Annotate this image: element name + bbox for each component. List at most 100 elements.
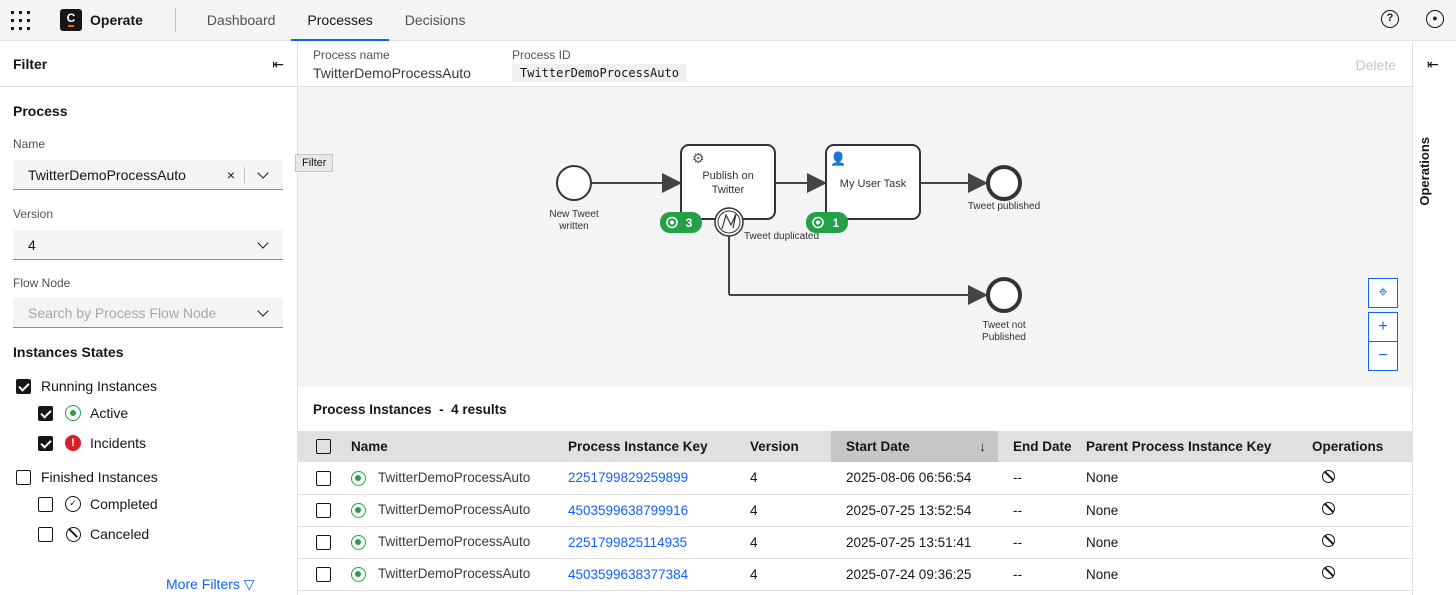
active-state-icon xyxy=(351,470,366,486)
app-name[interactable]: Operate xyxy=(90,12,143,28)
bpmn-diagram[interactable]: New Tweet written ⚙ Publish on Twitter 👤… xyxy=(298,87,1412,387)
end-event-not-published[interactable] xyxy=(986,277,1022,313)
boundary-error-event[interactable] xyxy=(714,207,744,237)
version-select[interactable]: 4 xyxy=(13,230,283,260)
filter-panel: Filter ⇤ Process Name TwitterDemoProcessA… xyxy=(0,42,298,595)
canceled-checkbox[interactable] xyxy=(38,527,53,542)
canceled-label: Canceled xyxy=(90,526,150,542)
app-switcher-icon[interactable] xyxy=(11,10,31,30)
instance-start-date: 2025-07-24 09:36:25 xyxy=(831,558,998,591)
name-label: Name xyxy=(13,137,46,151)
instance-key-link[interactable]: 2251799829259899 xyxy=(568,470,689,486)
cancel-instance-icon[interactable] xyxy=(1322,534,1335,547)
cancel-instance-icon[interactable] xyxy=(1322,469,1335,483)
filter-title: Filter xyxy=(13,56,48,72)
operations-title[interactable]: Operations xyxy=(1417,137,1432,206)
instance-version: 4 xyxy=(750,462,831,495)
flow-node-placeholder: Search by Process Flow Node xyxy=(28,305,217,321)
operations-panel: ⇤ Operations xyxy=(1412,42,1456,595)
collapse-panel-icon[interactable]: ⇤ xyxy=(272,55,284,72)
instances-table: Name Process Instance Key Version Start … xyxy=(298,431,1412,591)
cancel-instance-icon[interactable] xyxy=(1322,566,1335,579)
row-checkbox[interactable] xyxy=(316,566,331,582)
expand-operations-icon[interactable]: ⇤ xyxy=(1427,56,1439,72)
task1-label-2: Twitter xyxy=(712,184,745,196)
instances-states-heading: Instances States xyxy=(13,344,124,360)
zoom-out-button[interactable]: − xyxy=(1368,341,1398,371)
column-version[interactable]: Version xyxy=(750,431,831,462)
canceled-icon xyxy=(66,527,81,542)
task-my-user-task[interactable] xyxy=(825,144,921,220)
process-id[interactable]: TwitterDemoProcessAuto xyxy=(512,64,687,82)
instances-title: Process Instances - 4 results xyxy=(313,402,507,417)
running-instances-checkbox[interactable] xyxy=(16,379,31,394)
running-instances-label: Running Instances xyxy=(41,378,157,394)
end2-label-1: Tweet not xyxy=(982,320,1026,331)
instance-end-date: -- xyxy=(998,558,1086,591)
tab-dashboard[interactable]: Dashboard xyxy=(206,11,276,28)
cancel-instance-icon[interactable] xyxy=(1322,502,1335,515)
divider xyxy=(174,8,176,32)
instance-key-link[interactable]: 4503599638377384 xyxy=(568,566,689,582)
help-icon[interactable]: ? xyxy=(1381,10,1399,28)
delete-button[interactable]: Delete xyxy=(1355,57,1396,73)
column-parent-key[interactable]: Parent Process Instance Key xyxy=(1086,431,1312,462)
table-row[interactable]: TwitterDemoProcessAuto 4503599638377384 … xyxy=(298,558,1412,591)
tab-processes[interactable]: Processes xyxy=(291,0,389,41)
more-filters-label: More Filters xyxy=(166,576,240,592)
active-checkbox[interactable] xyxy=(38,406,53,421)
instance-start-date: 2025-07-25 13:51:41 xyxy=(831,526,998,559)
row-checkbox[interactable] xyxy=(316,534,331,550)
flow-node-combobox[interactable]: Search by Process Flow Node xyxy=(13,298,283,328)
process-name-label: Process name xyxy=(313,48,390,62)
select-all-checkbox[interactable] xyxy=(316,439,331,455)
column-operations: Operations xyxy=(1312,431,1412,462)
column-name[interactable]: Name xyxy=(351,431,568,462)
instance-parent-key: None xyxy=(1086,462,1312,495)
tab-decisions[interactable]: Decisions xyxy=(404,11,466,28)
row-checkbox[interactable] xyxy=(316,470,331,486)
active-badge-task1[interactable]: 3 xyxy=(660,212,702,233)
process-name-combobox[interactable]: TwitterDemoProcessAuto× xyxy=(13,160,283,190)
reset-zoom-button[interactable]: ⌖ xyxy=(1368,278,1398,308)
column-start-date[interactable]: Start Date↓ xyxy=(831,431,998,462)
results-count: 4 results xyxy=(451,402,507,417)
process-heading: Process xyxy=(13,103,68,119)
more-filters-button[interactable]: More Filters ▽ xyxy=(166,576,255,593)
start-event-label-1: New Tweet xyxy=(549,209,599,220)
process-id-label: Process ID xyxy=(512,48,571,62)
active-badge-task2[interactable]: 1 xyxy=(806,212,848,233)
flow-node-label: Flow Node xyxy=(13,276,71,290)
start-event[interactable] xyxy=(556,165,592,201)
main-content: Process name TwitterDemoProcessAuto Proc… xyxy=(298,42,1412,595)
row-checkbox[interactable] xyxy=(316,502,331,518)
instance-parent-key: None xyxy=(1086,558,1312,591)
zoom-in-button[interactable]: + xyxy=(1368,312,1398,342)
instance-end-date: -- xyxy=(998,494,1086,527)
incidents-label: Incidents xyxy=(90,435,147,451)
table-row[interactable]: TwitterDemoProcessAuto 4503599638799916 … xyxy=(298,494,1412,527)
chevron-down-icon xyxy=(257,237,269,249)
table-row[interactable]: TwitterDemoProcessAuto 2251799825114935 … xyxy=(298,526,1412,559)
end-event-published[interactable] xyxy=(986,165,1022,201)
sort-descending-icon: ↓ xyxy=(979,439,986,454)
instance-parent-key: None xyxy=(1086,494,1312,527)
chevron-down-icon[interactable] xyxy=(257,167,269,179)
instance-version: 4 xyxy=(750,558,831,591)
boundary-label: Tweet duplicated xyxy=(744,231,819,242)
table-row[interactable]: TwitterDemoProcessAuto 2251799829259899 … xyxy=(298,462,1412,495)
task1-count: 3 xyxy=(686,216,693,230)
incidents-checkbox[interactable] xyxy=(38,436,53,451)
instance-start-date: 2025-08-06 06:56:54 xyxy=(831,462,998,495)
instance-key-link[interactable]: 2251799825114935 xyxy=(568,534,688,550)
instance-name: TwitterDemoProcessAuto xyxy=(378,469,531,485)
chevron-down-icon xyxy=(257,305,269,317)
service-task-gear-icon: ⚙ xyxy=(692,150,705,166)
user-icon[interactable]: ● xyxy=(1426,10,1444,28)
instance-key-link[interactable]: 4503599638799916 xyxy=(568,502,689,518)
column-key[interactable]: Process Instance Key xyxy=(568,431,750,462)
clear-icon[interactable]: × xyxy=(226,167,235,183)
column-end-date[interactable]: End Date xyxy=(998,431,1086,462)
finished-instances-checkbox[interactable] xyxy=(16,470,31,485)
completed-checkbox[interactable] xyxy=(38,497,53,512)
